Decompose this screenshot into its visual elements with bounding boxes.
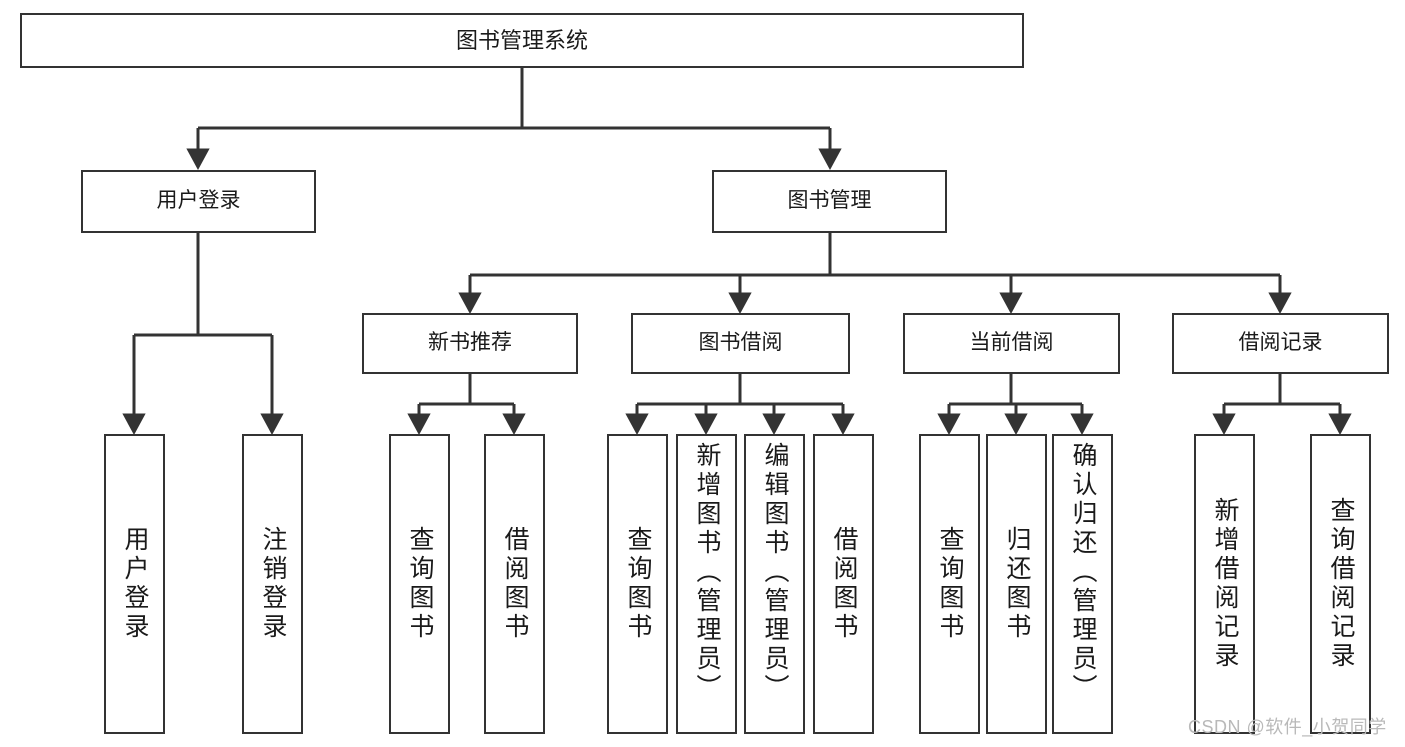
- node-root-label: 图书管理系统: [455, 27, 588, 53]
- leaf-user-login-label: 用户登录: [121, 526, 149, 642]
- leaf-borrow-book-label: 借阅图书: [830, 526, 858, 642]
- leaf-add-book[interactable]: 新增图书（管理员）: [676, 434, 737, 734]
- node-book-borrow-label: 图书借阅: [698, 331, 783, 355]
- leaf-edit-book-label: 编辑图书（管理员）: [761, 442, 789, 703]
- leaf-confirm-return-label: 确认归还（管理员）: [1069, 442, 1097, 703]
- leaf-borrow-book-recommend[interactable]: 借阅图书: [484, 434, 545, 734]
- leaf-borrow-book-recommend-label: 借阅图书: [501, 526, 529, 642]
- node-book-borrow[interactable]: 图书借阅: [631, 313, 850, 374]
- leaf-query-book-borrow[interactable]: 查询图书: [607, 434, 668, 734]
- node-user-login-label: 用户登录: [156, 189, 241, 213]
- leaf-add-borrow-record-label: 新增借阅记录: [1211, 497, 1239, 671]
- node-current-borrow[interactable]: 当前借阅: [903, 313, 1120, 374]
- leaf-return-book[interactable]: 归还图书: [986, 434, 1047, 734]
- node-book-manage[interactable]: 图书管理: [712, 170, 947, 233]
- leaf-query-book-recommend[interactable]: 查询图书: [389, 434, 450, 734]
- leaf-query-borrow-record-label: 查询借阅记录: [1327, 497, 1355, 671]
- leaf-query-book-current-label: 查询图书: [936, 526, 964, 642]
- node-root-system[interactable]: 图书管理系统: [20, 13, 1024, 68]
- leaf-logout[interactable]: 注销登录: [242, 434, 303, 734]
- leaf-user-login[interactable]: 用户登录: [104, 434, 165, 734]
- node-new-book-recommend-label: 新书推荐: [428, 331, 512, 355]
- leaf-confirm-return[interactable]: 确认归还（管理员）: [1052, 434, 1113, 734]
- node-book-manage-label: 图书管理: [787, 189, 872, 213]
- node-new-book-recommend[interactable]: 新书推荐: [362, 313, 578, 374]
- node-borrow-record[interactable]: 借阅记录: [1172, 313, 1389, 374]
- node-borrow-record-label: 借阅记录: [1238, 331, 1323, 355]
- leaf-logout-label: 注销登录: [259, 526, 287, 642]
- leaf-add-borrow-record[interactable]: 新增借阅记录: [1194, 434, 1255, 734]
- leaf-add-book-label: 新增图书（管理员）: [693, 442, 721, 703]
- leaf-query-borrow-record[interactable]: 查询借阅记录: [1310, 434, 1371, 734]
- leaf-borrow-book[interactable]: 借阅图书: [813, 434, 874, 734]
- node-current-borrow-label: 当前借阅: [969, 331, 1054, 355]
- node-user-login[interactable]: 用户登录: [81, 170, 316, 233]
- leaf-query-book-current[interactable]: 查询图书: [919, 434, 980, 734]
- leaf-edit-book[interactable]: 编辑图书（管理员）: [744, 434, 805, 734]
- watermark-csdn: CSDN @软件_小贺同学: [1188, 717, 1387, 737]
- leaf-query-book-recommend-label: 查询图书: [406, 526, 434, 642]
- leaf-return-book-label: 归还图书: [1003, 526, 1031, 642]
- leaf-query-book-borrow-label: 查询图书: [624, 526, 652, 642]
